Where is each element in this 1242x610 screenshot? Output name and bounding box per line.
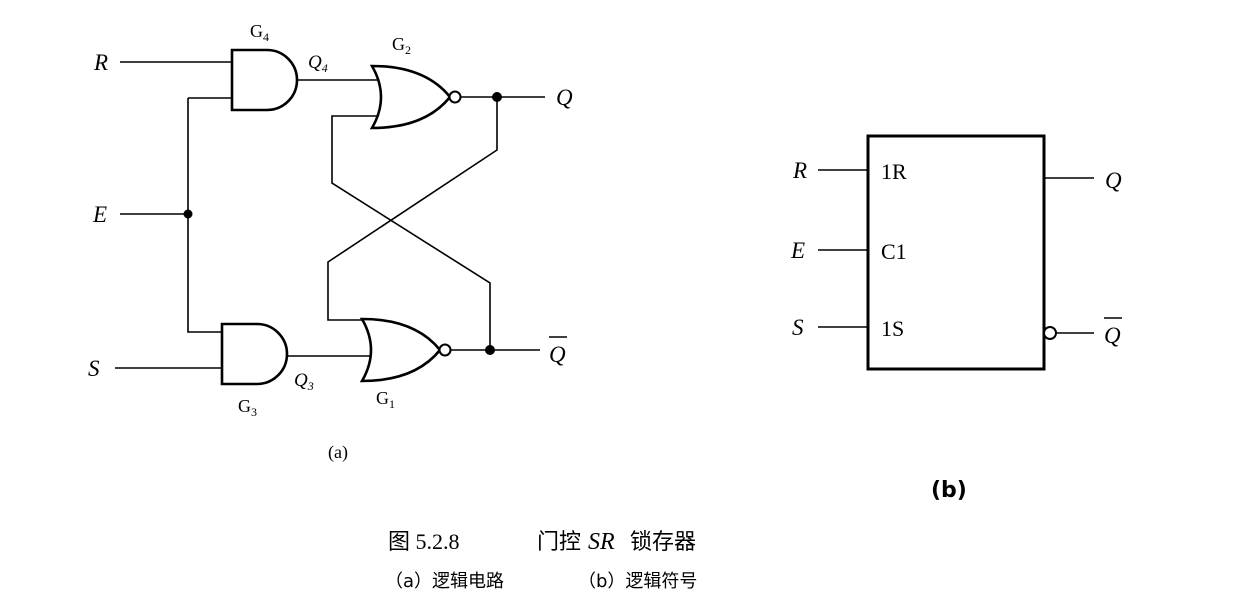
- symbol-box-label-1s: 1S: [881, 316, 904, 341]
- logic-symbol: R E S 1R C1 1S Q Q (b): [790, 134, 1122, 503]
- caption-number: 图 5.2.8: [388, 529, 460, 554]
- label-e: E: [92, 202, 107, 227]
- and-gate-g3: [220, 322, 289, 386]
- symbol-label-qbar: Q: [1104, 323, 1121, 348]
- wire-q-feedback: [327, 97, 498, 321]
- latch-symbol-box: [866, 134, 1046, 371]
- label-q3: Q3: [294, 370, 314, 393]
- symbol-label-q: Q: [1105, 168, 1122, 193]
- symbol-box-label-c1: C1: [881, 239, 907, 264]
- junction-q: [492, 92, 502, 102]
- junction-e: [183, 209, 193, 219]
- label-r: R: [93, 50, 108, 75]
- caption-a: (a): [328, 442, 348, 463]
- wire-e-bus: [187, 98, 222, 333]
- label-g3: G3: [238, 396, 257, 419]
- nor-gate-g2: [369, 64, 452, 130]
- caption-b: (b): [931, 478, 967, 503]
- symbol-box-label-1r: 1R: [881, 159, 907, 184]
- nor-gate-g1: [359, 317, 442, 383]
- label-g1: G1: [376, 388, 395, 411]
- and-gate-g4: [230, 48, 299, 112]
- label-q4: Q4: [308, 52, 328, 75]
- symbol-label-r: R: [792, 158, 807, 183]
- nor-bubble-g2: [448, 90, 462, 104]
- logic-circuit: R E S Q Q G4 G2 G3 G1 Q4 Q3 (a): [88, 21, 573, 463]
- caption-title-sr: SR: [588, 529, 615, 555]
- caption-sub-b: （b）逻辑符号: [578, 571, 697, 592]
- caption-sub-a: （a）逻辑电路: [385, 571, 504, 592]
- label-qbar-output: Q: [549, 342, 566, 367]
- caption-title-prefix: 门控: [537, 530, 581, 555]
- label-g4: G4: [250, 21, 269, 44]
- label-s: S: [88, 356, 100, 381]
- symbol-label-e: E: [790, 238, 805, 263]
- figure-caption: 图 5.2.8 门控 SR 锁存器 （a）逻辑电路 （b）逻辑符号: [385, 529, 697, 592]
- wire-qbar-feedback: [331, 115, 491, 350]
- label-q-output: Q: [556, 85, 573, 110]
- symbol-inversion-bubble: [1043, 326, 1057, 340]
- symbol-label-s: S: [792, 315, 804, 340]
- junction-qbar: [485, 345, 495, 355]
- label-g2: G2: [392, 34, 411, 57]
- caption-title-suffix: 锁存器: [630, 530, 696, 555]
- nor-bubble-g1: [438, 343, 452, 357]
